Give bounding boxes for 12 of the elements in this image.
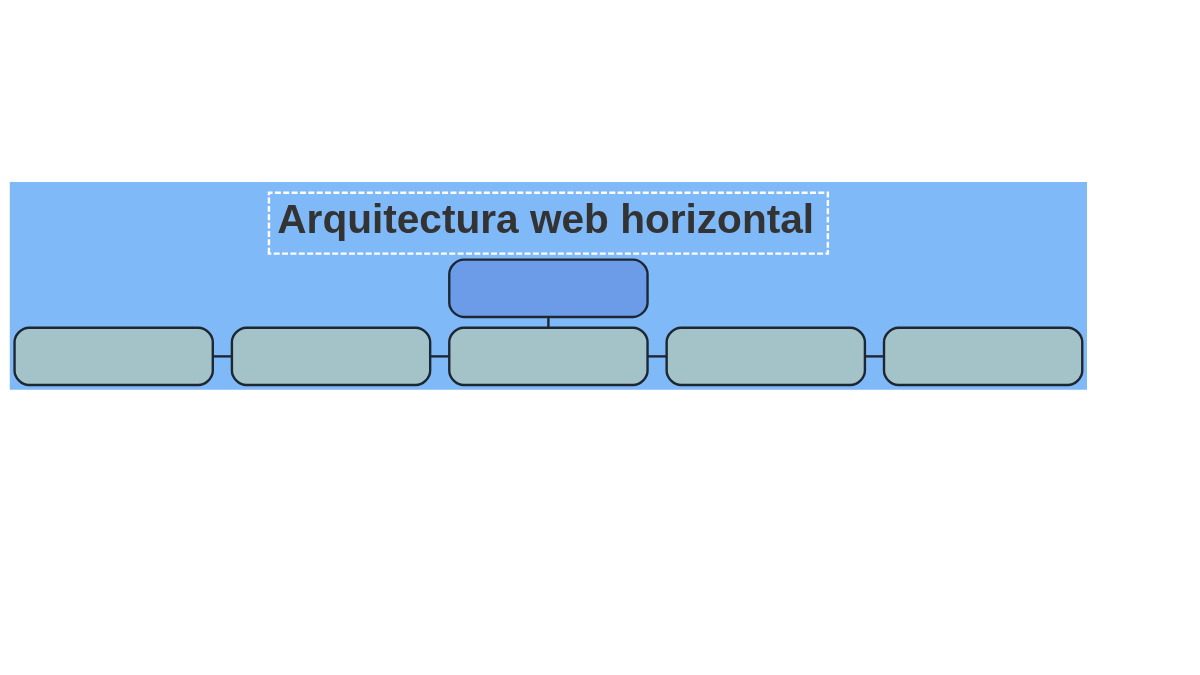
node-box — [665, 326, 867, 387]
node-box — [882, 326, 1084, 387]
node-box — [448, 258, 649, 319]
connector — [865, 355, 884, 358]
connector — [430, 355, 449, 358]
node-box — [230, 326, 432, 387]
diagram-title: Arquitectura web horizontal — [277, 196, 815, 242]
node-box — [448, 326, 649, 387]
connector — [213, 355, 232, 358]
connector — [647, 355, 667, 358]
node-box — [13, 326, 214, 387]
connector — [547, 316, 550, 328]
